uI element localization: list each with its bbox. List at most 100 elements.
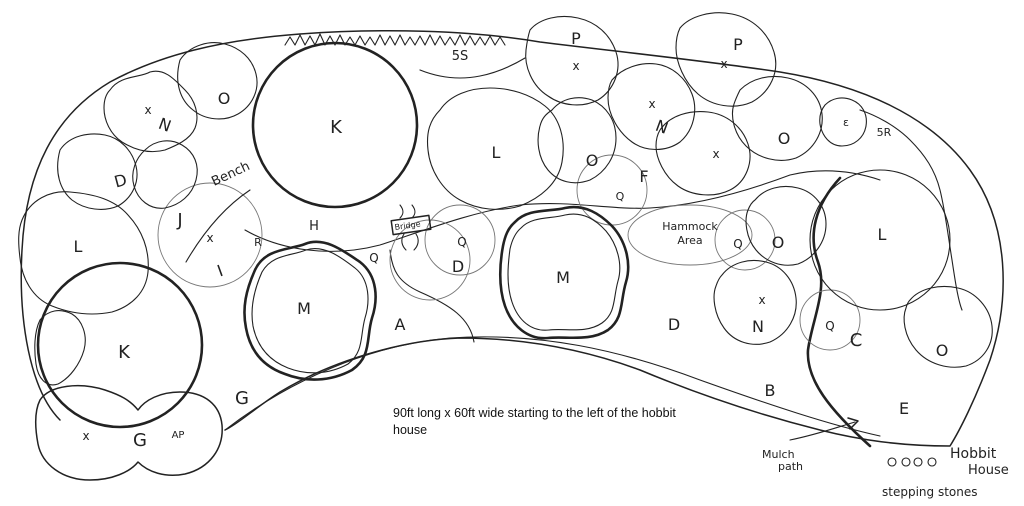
mulch-path-arrow bbox=[789, 421, 856, 441]
bench-line bbox=[185, 189, 251, 263]
label-5s: 5S bbox=[452, 49, 469, 64]
label-m-left: M bbox=[297, 299, 311, 318]
plant-shrub-left-edge bbox=[34, 310, 86, 386]
label-b: B bbox=[765, 381, 776, 400]
plant-5s-hedge-bottom bbox=[419, 57, 526, 79]
label-h: H bbox=[309, 219, 319, 234]
garden-bed-outline bbox=[20, 29, 1004, 447]
label-q-4: Q bbox=[733, 237, 742, 251]
plant-o-center bbox=[537, 97, 617, 184]
plant-n-right bbox=[713, 259, 797, 345]
plant-m-right-inner bbox=[507, 213, 621, 331]
winding-path-edge bbox=[389, 249, 475, 343]
label-c: C bbox=[850, 330, 863, 351]
plant-5r-edge bbox=[859, 109, 963, 311]
label-p-right: P bbox=[733, 35, 743, 54]
label-5r: 5R bbox=[877, 126, 892, 139]
winding-path bbox=[244, 170, 881, 252]
label-n-top-left: N bbox=[156, 114, 174, 136]
plant-o-top-left bbox=[177, 42, 258, 120]
bridge-rails bbox=[399, 204, 419, 251]
hobbit-house-line-2: House bbox=[968, 463, 1009, 478]
label-n-right: N bbox=[752, 317, 764, 336]
label-e-small: ε bbox=[843, 116, 849, 129]
label-l-left: L bbox=[74, 237, 83, 256]
plant-o-far-right bbox=[903, 285, 993, 368]
plant-m-left bbox=[243, 240, 377, 381]
label-o-far-right: O bbox=[936, 341, 949, 360]
plant-l-right-circle bbox=[809, 169, 951, 311]
label-k-left: K bbox=[118, 342, 131, 363]
marker-x-5: x bbox=[648, 97, 655, 111]
label-o-center: O bbox=[586, 151, 599, 170]
plant-q-circle-2 bbox=[714, 209, 776, 271]
label-r: R bbox=[254, 236, 262, 249]
label-q-2: Q bbox=[457, 235, 466, 249]
label-n-center: N bbox=[653, 116, 671, 138]
label-m-right: M bbox=[556, 268, 570, 287]
mulch-path-line-2: path bbox=[778, 460, 803, 473]
label-g-blob: G bbox=[133, 430, 147, 451]
plant-o-left bbox=[57, 133, 138, 210]
label-k-top: K bbox=[330, 117, 343, 138]
label-l-right: L bbox=[878, 225, 887, 244]
plant-n-center bbox=[607, 63, 696, 151]
label-o-top-right: O bbox=[778, 129, 791, 148]
label-d-right: D bbox=[668, 315, 680, 334]
marker-x-8: x bbox=[82, 429, 89, 443]
marker-x-7: x bbox=[758, 293, 765, 307]
plant-5s-hedge bbox=[284, 33, 506, 46]
lawn-edge bbox=[224, 336, 881, 437]
plant-k-left bbox=[36, 261, 204, 429]
label-q-3: Q bbox=[616, 190, 625, 203]
label-g-left: G bbox=[235, 388, 249, 409]
label-i: I bbox=[215, 261, 226, 280]
plan-caption: 90ft long x 60ft wide starting to the le… bbox=[393, 406, 676, 437]
mulch-path-line-1: Mulch bbox=[762, 448, 795, 461]
bench-label: Bench bbox=[209, 159, 252, 190]
label-a: A bbox=[395, 315, 406, 334]
label-f: F bbox=[639, 167, 648, 186]
marker-x-1: x bbox=[144, 103, 151, 117]
plant-m-left-inner bbox=[251, 248, 369, 374]
label-ap: AP bbox=[172, 430, 185, 441]
marker-x-4: x bbox=[720, 57, 727, 71]
hammock-area-outline bbox=[627, 204, 753, 266]
stepping-stones-icon bbox=[887, 457, 937, 467]
label-e: E bbox=[899, 399, 909, 418]
label-o-top-left: O bbox=[218, 89, 231, 108]
label-l-center: L bbox=[492, 143, 501, 162]
marker-x-3: x bbox=[572, 59, 579, 73]
plant-g-blob bbox=[34, 384, 223, 481]
label-o-right: O bbox=[772, 233, 785, 252]
label-j: J bbox=[176, 210, 182, 231]
plant-e-small bbox=[819, 97, 867, 147]
label-q-1: Q bbox=[369, 251, 378, 265]
hobbit-house-line-1: Hobbit bbox=[950, 446, 997, 462]
plant-p-top-right bbox=[675, 12, 777, 107]
plant-m-right bbox=[498, 205, 630, 340]
stepping-stones-label: stepping stones bbox=[882, 485, 977, 499]
marker-x-2: x bbox=[206, 231, 213, 245]
plant-p-top-center bbox=[525, 15, 619, 106]
mulch-path-curve bbox=[806, 176, 872, 448]
mulch-path-arrowhead bbox=[847, 417, 859, 430]
plant-k-top bbox=[251, 41, 419, 209]
plant-n-top-left bbox=[103, 70, 198, 153]
plant-q-circle-1 bbox=[424, 204, 496, 276]
hammock-area-line-2: Area bbox=[677, 234, 702, 247]
shrubs bbox=[18, 12, 993, 386]
plant-j-circle bbox=[157, 182, 263, 288]
label-p-left: P bbox=[571, 29, 581, 48]
label-d-left: D bbox=[112, 170, 129, 192]
bridge-label: Bridge bbox=[394, 219, 421, 232]
label-q-5: Q bbox=[825, 319, 834, 333]
plant-o-top-right bbox=[731, 75, 823, 161]
marker-x-6: x bbox=[712, 147, 719, 161]
plant-l-top-center bbox=[426, 87, 564, 210]
plant-o-small-left bbox=[132, 140, 198, 209]
plant-o-right bbox=[745, 185, 827, 266]
bridge-box bbox=[390, 214, 432, 236]
plant-l-left bbox=[18, 191, 149, 315]
